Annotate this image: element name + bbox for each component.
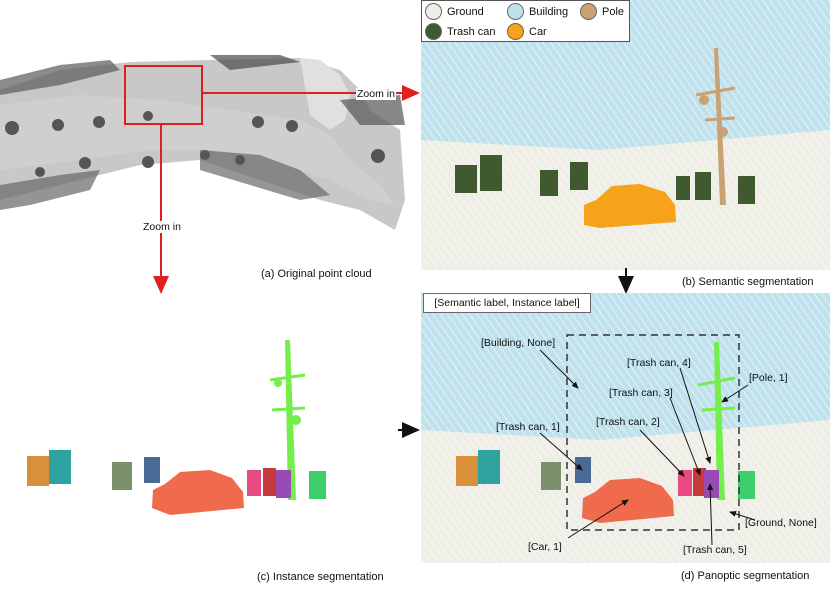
panoptic-segmentation-scene (421, 293, 830, 563)
caption-semantic: (b) Semantic segmentation (682, 276, 814, 288)
legend-label: Trash can (447, 25, 496, 38)
legend-swatch (507, 23, 524, 40)
semantic-legend: Ground Building Pole Trash can Car (421, 0, 630, 42)
callout-trash-can-3: [Trash can, 3] (609, 387, 673, 399)
zoom-label-right: Zoom in (356, 88, 396, 100)
zoom-region-box (124, 65, 203, 125)
panoptic-focus-box (566, 334, 740, 531)
caption-original: (a) Original point cloud (261, 268, 372, 280)
legend-swatch (425, 3, 442, 20)
pole-semantic (695, 48, 736, 205)
legend-swatch (507, 3, 524, 20)
legend-swatch (580, 3, 597, 20)
callout-pole: [Pole, 1] (749, 372, 788, 384)
zoom-label-down: Zoom in (142, 221, 182, 233)
instance-segmentation-scene (27, 340, 326, 515)
legend-swatch (425, 23, 442, 40)
pole-panoptic (697, 342, 736, 500)
callout-car: [Car, 1] (528, 541, 562, 553)
callout-trash-can-2: [Trash can, 2] (596, 416, 660, 428)
legend-item-pole: Pole (580, 3, 624, 20)
legend-label: Pole (602, 5, 625, 18)
legend-item-car: Car (507, 23, 547, 40)
legend-label: Car (529, 25, 547, 38)
legend-item-trash-can: Trash can (425, 23, 496, 40)
car-semantic (584, 184, 676, 228)
trash-cans-semantic (455, 155, 755, 204)
callout-trash-can-1: [Trash can, 1] (496, 421, 560, 433)
callout-building: [Building, None] (481, 337, 556, 349)
callout-ground: [Ground, None] (745, 517, 817, 529)
legend-item-ground: Ground (425, 3, 484, 20)
callout-trash-can-5: [Trash can, 5] (683, 544, 747, 556)
panoptic-label-format: [Semantic label, Instance label] (423, 293, 591, 313)
caption-panoptic: (d) Panoptic segmentation (681, 570, 810, 582)
pole-instance (269, 340, 306, 500)
callout-trash-can-4: [Trash can, 4] (627, 357, 691, 369)
legend-label: Building (529, 5, 569, 18)
original-point-cloud (0, 55, 405, 230)
legend-label: Ground (447, 5, 484, 18)
legend-item-building: Building (507, 3, 568, 20)
caption-instance: (c) Instance segmentation (257, 571, 384, 583)
semantic-segmentation-scene (421, 0, 830, 270)
